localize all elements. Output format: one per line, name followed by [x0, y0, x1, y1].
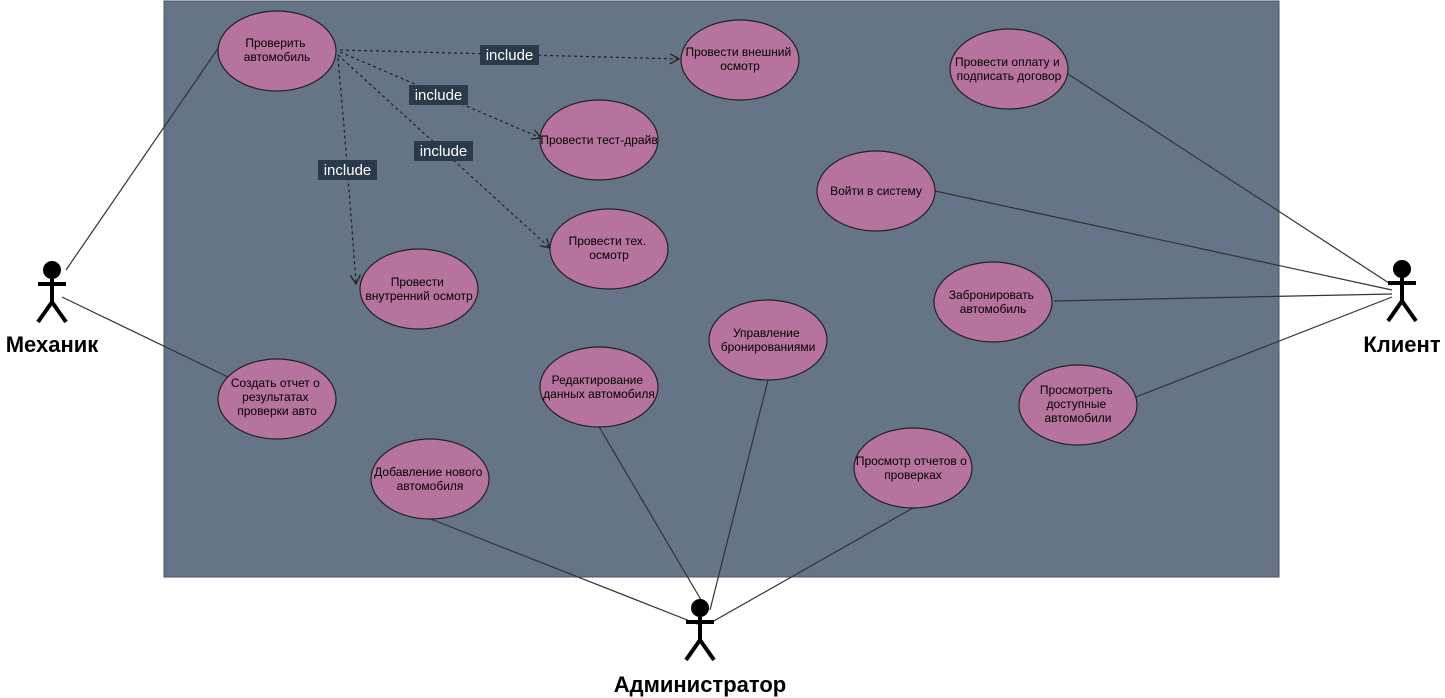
svg-text:Механик: Механик	[6, 332, 100, 357]
assoc-client-login	[934, 190, 1393, 291]
stick-figure-icon	[1386, 260, 1418, 323]
assoc-mechanic-check	[65, 46, 220, 271]
actor-administrator[interactable]: Администратор	[614, 599, 787, 697]
svg-text:Управление бронированиям: Управление бронированиями	[721, 326, 816, 354]
svg-text:Провести оплату и подпис: Провести оплату и подписать договор	[955, 55, 1063, 83]
associations	[61, 46, 1393, 626]
actor-client[interactable]: Клиент	[1363, 260, 1441, 357]
include-label-1: include	[480, 45, 539, 65]
use-case-tech-inspection[interactable]: Провести тех. осмотр	[549, 208, 669, 290]
stick-figure-icon	[684, 599, 716, 662]
svg-text:include: include	[415, 87, 463, 104]
svg-text:include: include	[420, 143, 468, 160]
svg-text:Добавление нового автомо: Добавление нового автомобиля	[374, 465, 486, 493]
stick-figure-icon	[36, 261, 68, 324]
assoc-admin-manage	[709, 379, 769, 611]
use-case-view-reports[interactable]: Просмотр отчетов о проверках	[853, 427, 973, 509]
assoc-mechanic-report	[61, 296, 231, 379]
include-label-2: include	[409, 85, 468, 105]
assoc-client-view	[1135, 296, 1393, 398]
include-label-3: include	[414, 141, 473, 161]
assoc-admin-edit	[597, 424, 708, 611]
svg-text:Администратор: Администратор	[614, 672, 787, 697]
svg-text:include: include	[324, 162, 372, 179]
svg-text:Провести тест-драйв: Провести тест-драйв	[540, 133, 657, 147]
use-case-edit-car[interactable]: Редактирование данных автомобиля	[539, 346, 659, 428]
assoc-client-payment	[1067, 73, 1393, 286]
svg-text:Забронировать автомобиль: Забронировать автомобиль	[949, 288, 1038, 316]
include-arrow-internal	[337, 57, 361, 286]
assoc-client-book	[1053, 293, 1393, 302]
use-case-book-car[interactable]: Забронировать автомобиль	[933, 261, 1053, 343]
use-case-check-car[interactable]: Проверить автомобиль	[217, 10, 337, 92]
svg-text:Клиент: Клиент	[1363, 332, 1440, 357]
svg-text:include: include	[486, 47, 534, 64]
svg-text:Просмотреть доступные: Просмотреть доступные автомобили	[1040, 383, 1116, 425]
svg-text:Просмотр отчетов о прове: Просмотр отчетов о проверках	[856, 454, 970, 482]
use-case-payment[interactable]: Провести оплату и подписать договор	[949, 28, 1069, 110]
use-case-internal-inspection[interactable]: Провести внутренний осмотр	[359, 248, 479, 330]
svg-text:Войти в систему: Войти в систему	[830, 184, 922, 198]
include-label-4: include	[318, 160, 377, 180]
svg-text:Создать отчет о результа: Создать отчет о результатах проверки авт…	[231, 376, 323, 418]
svg-text:Проверить автомобиль: Проверить автомобиль	[244, 36, 311, 64]
use-case-add-car[interactable]: Добавление нового автомобиля	[370, 438, 490, 520]
svg-text:Провести внешний осмотр: Провести внешний осмотр	[685, 45, 794, 73]
assoc-admin-reports	[711, 507, 914, 623]
use-case-testdrive[interactable]: Провести тест-драйв	[539, 99, 659, 181]
actor-mechanic[interactable]: Механик	[6, 261, 100, 357]
use-case-create-report[interactable]: Создать отчет о результатах проверки авт…	[217, 358, 337, 440]
svg-text:Редактирование данных ав: Редактирование данных автомобиля	[543, 373, 655, 401]
use-case-manage-bookings[interactable]: Управление бронированиями	[708, 299, 828, 381]
use-case-login[interactable]: Войти в систему	[816, 150, 936, 232]
svg-text:Провести внутренний осмо: Провести внутренний осмотр	[365, 275, 473, 303]
svg-text:Провести тех. осмотр: Провести тех. осмотр	[569, 234, 650, 262]
use-case-view-available[interactable]: Просмотреть доступные автомобили	[1018, 364, 1138, 446]
use-case-external-inspection[interactable]: Провести внешний осмотр	[680, 19, 800, 101]
assoc-admin-add	[427, 517, 701, 626]
